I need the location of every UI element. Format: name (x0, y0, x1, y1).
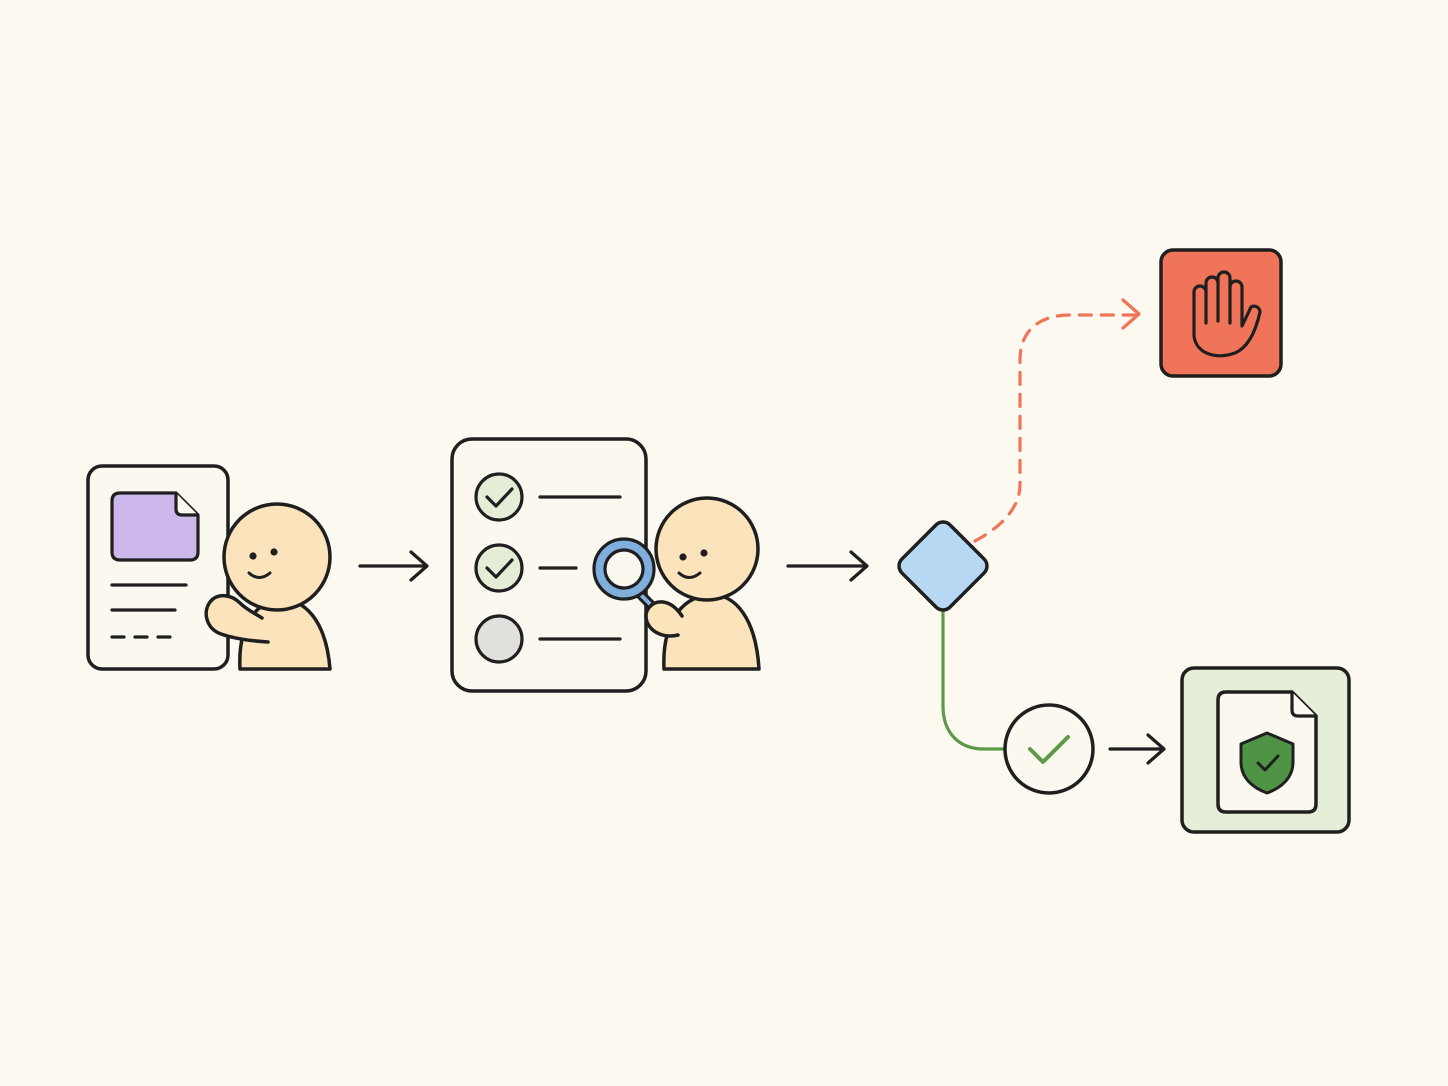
person-head (222, 502, 332, 612)
eye (249, 552, 257, 560)
rejected-panel (1159, 248, 1283, 378)
folded-corner (1290, 692, 1316, 718)
eye (679, 553, 687, 561)
submit-node (86, 464, 332, 671)
rejected-arrowhead (1121, 298, 1141, 330)
eye (270, 548, 278, 556)
reviewer-hand (644, 600, 684, 638)
approved-path (941, 610, 1008, 751)
shield-icon (1239, 731, 1295, 795)
check-icon (474, 472, 524, 522)
reviewer-head (654, 496, 760, 602)
rejected-path-dashed (973, 313, 1138, 543)
flow-arrow (1108, 733, 1166, 765)
approved-checkmark (1028, 735, 1070, 764)
review-node (450, 437, 761, 693)
certified-node (1180, 666, 1351, 834)
shield-checkmark (1256, 754, 1280, 772)
person-arm (204, 594, 270, 644)
check-icon (474, 543, 524, 593)
stop-hand-icon (1192, 270, 1262, 358)
flow-arrow (786, 550, 869, 582)
smile (677, 571, 702, 579)
pending-circle-icon (474, 614, 524, 664)
folded-corner (174, 493, 198, 517)
smile (247, 571, 272, 579)
rejected-node (1159, 248, 1283, 378)
eye (700, 549, 708, 557)
check-circle-icon (1003, 703, 1095, 795)
decision-diamond-icon (897, 520, 989, 612)
flow-arrow (358, 550, 429, 582)
